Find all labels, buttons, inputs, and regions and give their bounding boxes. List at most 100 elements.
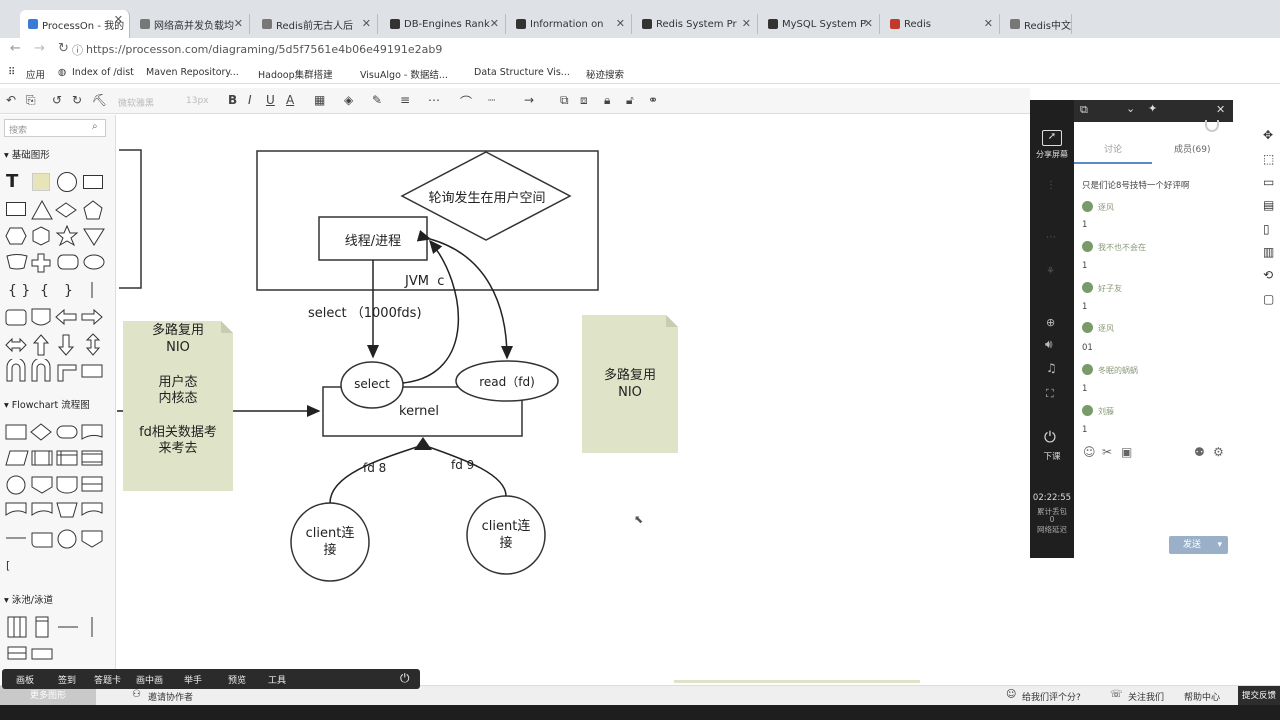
music-icon[interactable]: ♫ (1046, 361, 1057, 375)
end-class-label[interactable]: 下课 (1043, 452, 1061, 462)
circle-shape[interactable] (57, 172, 77, 192)
share-screen-icon[interactable]: ➚ (1042, 130, 1062, 146)
read-arrow[interactable] (416, 229, 513, 360)
url-field[interactable]: https://processon.com/diagraming/5d5f756… (86, 43, 443, 56)
bracket-shapes-row[interactable]: { } { } (4, 279, 108, 301)
close-tab-icon[interactable]: ✕ (615, 17, 625, 30)
invite-icon[interactable]: ⚇ (132, 689, 141, 700)
tab-6[interactable]: Redis System Pr✕ (634, 14, 758, 34)
tab-8[interactable]: Redis✕ (882, 14, 1000, 34)
tool-raise-hand[interactable]: 举手 (184, 676, 203, 686)
line-style-icon[interactable]: ⋯ (428, 93, 440, 107)
align-icon[interactable]: ▦ (314, 93, 326, 107)
popout-icon[interactable]: ⧉ (1080, 103, 1088, 116)
invite-collaborators[interactable]: 邀请协作者 (148, 693, 194, 703)
square-shape[interactable] (6, 202, 26, 216)
select-ellipse[interactable] (340, 361, 404, 409)
diagram-canvas[interactable]: 轮询发生在用户空间 线程/进程 JVM c select （1000fds) s… (117, 115, 1030, 685)
back-icon[interactable]: ← (10, 41, 21, 56)
history-icon[interactable]: ⟲ (1263, 268, 1274, 282)
underline-button[interactable]: U (266, 93, 275, 107)
forward-icon[interactable]: → (34, 41, 45, 56)
send-dropdown-icon[interactable]: ▾ (1217, 540, 1222, 550)
sticky-note-right[interactable] (582, 315, 678, 453)
misc-shapes-row[interactable] (4, 359, 108, 383)
flowchart-shapes[interactable] (4, 421, 108, 561)
font-color-button[interactable]: A (286, 93, 295, 107)
feedback-button[interactable]: 提交反馈 (1238, 686, 1280, 706)
pin-icon[interactable]: ✦ (1148, 102, 1158, 115)
undo-arrow-icon[interactable]: ↶ (6, 93, 17, 107)
bookmark-search[interactable]: 秘迹搜索 (586, 70, 625, 81)
horizontal-scroll-thumb[interactable] (674, 680, 920, 683)
group-icon[interactable]: ⧉ (560, 93, 569, 107)
bold-button[interactable]: B (228, 93, 238, 107)
line-type-icon[interactable]: ┈ (488, 93, 496, 107)
help-center-link[interactable]: 帮助中心 (1184, 693, 1221, 703)
tool-icon[interactable]: ⚘ (1046, 266, 1055, 277)
reload-icon[interactable]: ↻ (58, 41, 69, 56)
arrow-shapes-row-2[interactable] (4, 333, 108, 357)
close-tab-icon[interactable]: ✕ (741, 17, 751, 30)
shape-search-input[interactable]: 搜索 (4, 119, 106, 137)
tab-3[interactable]: Redis前无古人后✕ (254, 14, 378, 34)
page-icon[interactable]: ▭ (1263, 175, 1275, 189)
link-icon[interactable]: ⚭ (648, 93, 659, 107)
tool-icon[interactable]: ⋮ (1046, 180, 1056, 191)
undo-icon[interactable]: ↺ (52, 93, 63, 107)
tool-icon[interactable]: ⋯ (1046, 232, 1056, 243)
close-tab-icon[interactable]: ✕ (233, 17, 243, 30)
navigator-icon[interactable]: ✥ (1263, 128, 1274, 142)
search-icon[interactable]: ⌕ (92, 121, 98, 132)
send-button[interactable]: 发送▾ (1169, 536, 1228, 554)
note-shape[interactable] (32, 173, 50, 191)
arrange-icon[interactable]: ⧈ (580, 93, 588, 107)
close-icon[interactable]: ✕ (1216, 103, 1226, 116)
bookmark-index[interactable]: Index of /dist (72, 67, 134, 78)
camera-icon[interactable]: ⊕ (1046, 316, 1056, 329)
arrow-shapes-row[interactable] (4, 305, 108, 329)
more-shapes-button[interactable]: 更多图形 (0, 686, 96, 706)
sticky-note-left[interactable] (123, 321, 233, 491)
bookmark-apps[interactable]: 应用 (26, 70, 46, 81)
bookmark-dsvis[interactable]: Data Structure Vis... (474, 67, 570, 78)
close-tab-icon[interactable]: ✕ (983, 17, 993, 30)
bookmark-maven[interactable]: Maven Repository... (146, 67, 239, 78)
notes-icon[interactable]: ▤ (1263, 198, 1275, 212)
speaker-icon[interactable]: 🔊︎ (1045, 337, 1053, 351)
format-icon[interactable]: ⬚ (1263, 152, 1275, 166)
basic-shapes-row-3[interactable] (4, 225, 108, 247)
ruler-icon[interactable]: ▥ (1263, 245, 1275, 259)
italic-button[interactable]: I (248, 93, 252, 107)
thread-box[interactable] (318, 216, 428, 261)
tool-checkin[interactable]: 签到 (58, 676, 77, 686)
line-width-icon[interactable]: ≡ (400, 93, 411, 107)
bracket-shape[interactable]: [ (6, 559, 11, 572)
fill-icon[interactable]: ◈ (344, 93, 354, 107)
basic-shapes-row-2[interactable] (30, 199, 106, 221)
bookmark-hadoop[interactable]: Hadoop集群搭建 (258, 70, 333, 81)
close-tab-icon[interactable]: ✕ (113, 13, 123, 26)
connector-icon[interactable]: ⌒ (460, 95, 473, 109)
section-flowchart[interactable]: ▾ Flowchart 流程图 (4, 400, 90, 411)
tab-4[interactable]: DB-Engines Rank✕ (382, 14, 506, 34)
section-swimlane[interactable]: ▾ 泳池/泳道 (4, 595, 53, 606)
fd9-link[interactable] (422, 444, 507, 497)
end-class-icon[interactable]: ⏻ (1044, 428, 1056, 446)
text-tool[interactable]: T (6, 171, 19, 192)
image-icon[interactable]: ▣ (1121, 445, 1133, 459)
follow-us-link[interactable]: 关注我们 (1128, 693, 1165, 703)
close-tab-icon[interactable]: ✕ (489, 17, 499, 30)
basic-shapes-row-4[interactable] (4, 251, 108, 273)
comment-icon[interactable]: ▢ (1263, 292, 1275, 306)
tab-2[interactable]: 网络高并发负载均✕ (132, 14, 250, 34)
redo-icon[interactable]: ↻ (72, 93, 83, 107)
tab-5[interactable]: Information on✕ (508, 14, 632, 34)
tool-tools[interactable]: 工具 (268, 676, 287, 686)
line-color-icon[interactable]: ✎ (372, 93, 383, 107)
follow-icon[interactable]: ☏ (1110, 689, 1123, 700)
rectangle-shape[interactable] (83, 175, 103, 189)
section-basic-shapes[interactable]: ▾ 基础图形 (4, 150, 50, 161)
tool-board[interactable]: 画板 (16, 676, 35, 686)
settings-icon[interactable]: ⚙ (1213, 445, 1224, 459)
